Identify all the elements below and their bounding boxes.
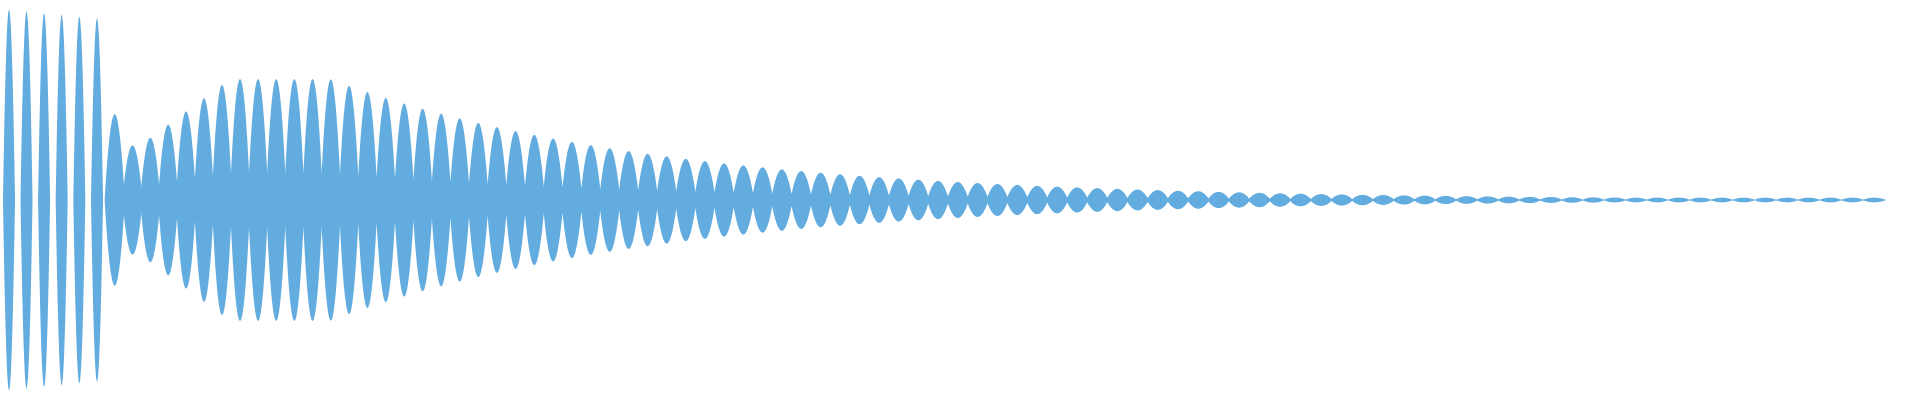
waveform-lobe [561,141,583,259]
waveform-lobe [320,79,342,321]
waveform-lobe [265,79,287,321]
waveform-lobe [1392,195,1416,205]
waveform-lobe [393,103,415,297]
waveform-lobe [771,169,793,231]
waveform-lobe [1006,184,1029,216]
waveform-lobe [694,161,716,239]
waveform-lobe [946,181,969,219]
waveform-lobe [1434,195,1458,205]
waveform-lobe [887,178,910,222]
waveform-lobe [229,79,251,321]
waveform-lobe [655,156,678,244]
waveform-lobe [486,127,508,273]
waveform-lobe [907,179,930,221]
waveform-lobe [449,118,471,282]
waveform-lobe [713,163,735,237]
waveform-lobe [732,165,755,235]
waveform-lobe [157,124,179,276]
waveform-lobe [38,13,51,387]
waveform-lobe [55,14,68,386]
waveform-lobe [1351,194,1374,206]
waveform-lobe [1046,186,1069,214]
waveform-lobe [542,138,564,262]
waveform-lobe [375,97,397,303]
waveform-lobe [523,134,545,266]
waveform-lobe [1066,187,1089,213]
waveform-lobe [1413,195,1437,205]
waveform-lobe [1371,195,1395,205]
waveform-lobe [467,122,489,278]
waveform-lobe [1086,188,1109,212]
waveform-lobe [211,85,233,315]
waveform-lobe [809,172,832,228]
waveform-lobe [617,151,640,249]
waveform-lobe [599,148,621,252]
waveform-lobe [122,145,143,255]
waveform-lobes [3,9,1888,391]
waveform-lobe [1106,188,1129,212]
waveform-lobe [412,108,434,292]
waveform-lobe [966,183,989,217]
waveform-lobe [104,114,125,286]
waveform-lobe [848,175,871,225]
waveform-lobe [3,9,15,391]
waveform-lobe [20,11,33,389]
waveform-lobe [247,79,269,321]
waveform-lobe [338,85,360,315]
waveform-lobe [357,92,378,308]
waveform-lobe [73,16,86,384]
waveform-lobe [751,167,774,233]
waveform-lobe [302,79,323,321]
waveform-lobe [868,177,891,223]
waveform-lobe [1026,185,1049,215]
waveform-lobe [675,158,697,242]
waveform-lobe [580,145,602,255]
waveform-lobe [927,180,950,220]
waveform-lobe [790,171,813,229]
waveform-lobe [175,111,197,289]
waveform-lobe [193,98,215,302]
waveform-lobe [1126,189,1149,211]
waveform-lobe [430,113,452,287]
waveform-lobe [1455,196,1479,204]
waveform-lobe [284,79,305,321]
waveform-lobe [986,184,1009,216]
waveform-lobe [829,174,851,226]
waveform-lobe [636,153,659,247]
waveform-lobe [505,131,527,269]
waveform-lobe [140,137,161,263]
waveform-lobe [1330,194,1354,206]
waveform-lobe [91,18,104,382]
